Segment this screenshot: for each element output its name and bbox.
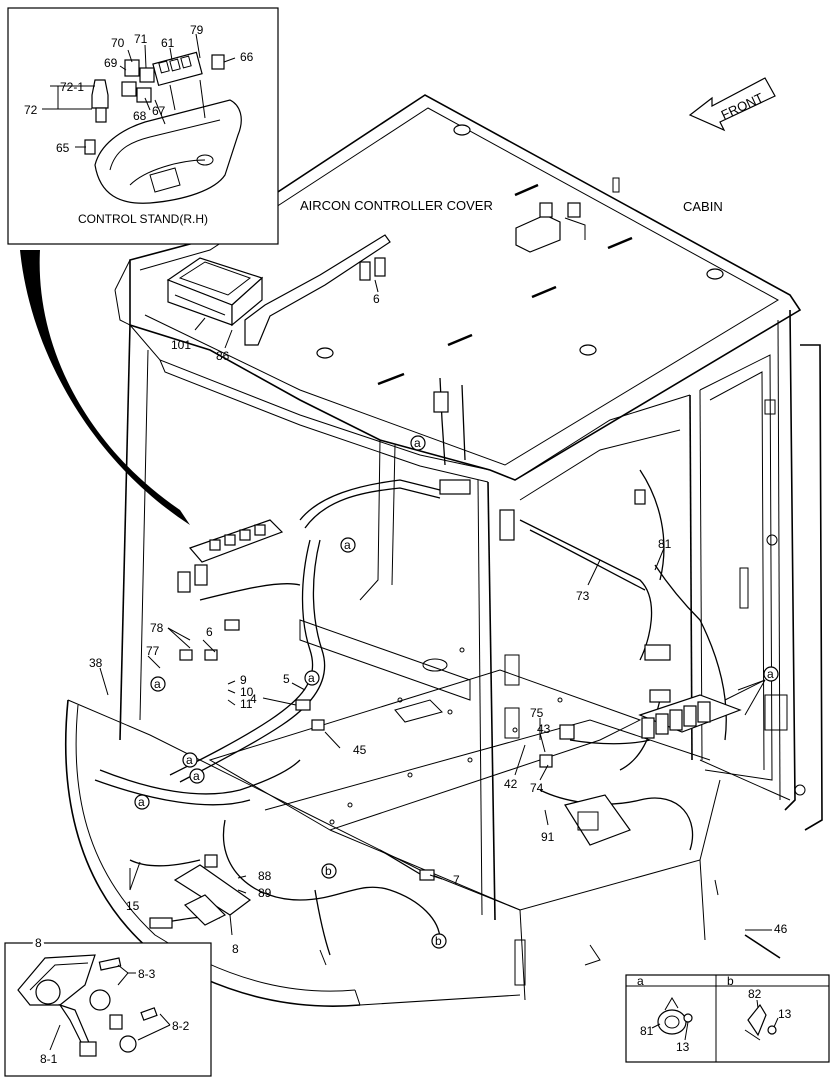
label-75: 75: [530, 706, 544, 720]
clamp-a-title: a: [637, 974, 644, 988]
label-6b: 6: [206, 625, 213, 639]
controller-unit-101: [166, 257, 264, 327]
pedal-8: [149, 864, 252, 929]
control-stand-title: CONTROL STAND(R.H): [78, 212, 208, 226]
control-stand-inset: 70 71 61 79 66 69 72-1 72 68 67 65 CONTR…: [7, 7, 279, 245]
inset-label-79: 79: [190, 23, 204, 37]
label-43: 43: [537, 722, 551, 736]
front-arrow: FRONT: [688, 77, 776, 132]
label-82: 82: [748, 987, 762, 1001]
label-10: 10: [240, 685, 254, 699]
marker-b: b: [325, 864, 332, 878]
cabin-frame: [64, 94, 823, 1007]
roof-pads: [316, 124, 724, 359]
floor-holes: [329, 647, 563, 825]
label-73: 73: [576, 589, 590, 603]
label-7: 7: [453, 873, 460, 887]
marker-a: a: [186, 753, 193, 767]
label-13b: 13: [778, 1007, 792, 1021]
label-88: 88: [258, 869, 272, 883]
dash-switch-bank: [177, 519, 284, 593]
cabin-title: CABIN: [683, 199, 723, 214]
inset-label-65: 65: [56, 141, 70, 155]
aircon-bracket: [515, 202, 586, 253]
label-81: 81: [658, 537, 672, 551]
label-78: 78: [150, 621, 164, 635]
marker-a: a: [308, 671, 315, 685]
label-13: 13: [676, 1040, 690, 1054]
inset-label-71: 71: [134, 32, 148, 46]
aircon-cover-title: AIRCON CONTROLLER COVER: [300, 198, 493, 213]
main-harness: [94, 469, 727, 956]
marker-b: b: [435, 934, 442, 948]
clamp-inset-frame: [625, 974, 830, 1063]
inset-label-72: 72: [24, 103, 38, 117]
inset-label-68: 68: [133, 109, 147, 123]
label-77: 77: [146, 644, 160, 658]
label-46: 46: [774, 922, 788, 936]
inset-label-72-1: 72-1: [60, 80, 84, 94]
label-6: 6: [373, 292, 380, 306]
label-45: 45: [353, 743, 367, 757]
label-89: 89: [258, 886, 272, 900]
label-91: 91: [541, 830, 555, 844]
marker-a: a: [767, 667, 774, 681]
marker-a: a: [344, 538, 351, 552]
leader-lines: [99, 279, 772, 936]
label-38: 38: [89, 656, 103, 670]
label-4: 4: [250, 692, 257, 706]
label-15: 15: [126, 899, 140, 913]
clamp-b-title: b: [727, 974, 734, 988]
marker-a: a: [154, 677, 161, 691]
label-11: 11: [240, 697, 253, 711]
label-8-3: 8-3: [138, 967, 156, 981]
label-8-1: 8-1: [40, 1052, 58, 1066]
marker-a: a: [193, 769, 200, 783]
pedal-inset-title: 8: [35, 936, 42, 950]
pedal-inset: 8 8-3 8-2 8-1: [4, 933, 212, 1077]
inset-label-70: 70: [111, 36, 125, 50]
inset-label-66: 66: [240, 50, 254, 64]
inset-label-67: 67: [152, 104, 166, 118]
circle-markers: a a a a a a a a b b: [134, 435, 779, 949]
label-42: 42: [504, 777, 518, 791]
label-8: 8: [232, 942, 239, 956]
inset-label-61: 61: [161, 36, 175, 50]
label-74: 74: [530, 781, 544, 795]
relay-block: [638, 644, 742, 739]
unit-91: [564, 794, 631, 846]
pointer-arrow: [20, 250, 190, 525]
marker-a: a: [138, 795, 145, 809]
label-9: 9: [240, 673, 247, 687]
label-5: 5: [283, 672, 290, 686]
label-101: 101: [171, 338, 191, 352]
clamp-detail-inset: a b 81 13 82 13: [625, 974, 830, 1063]
label-81: 81: [640, 1024, 654, 1038]
marker-a: a: [414, 436, 421, 450]
label-8-2: 8-2: [172, 1019, 190, 1033]
part-labels: 6 101 86 81 73 78 6 38 77 9 10 11 4 5 45…: [89, 292, 788, 956]
inset-label-69: 69: [104, 56, 118, 70]
label-86: 86: [216, 349, 230, 363]
